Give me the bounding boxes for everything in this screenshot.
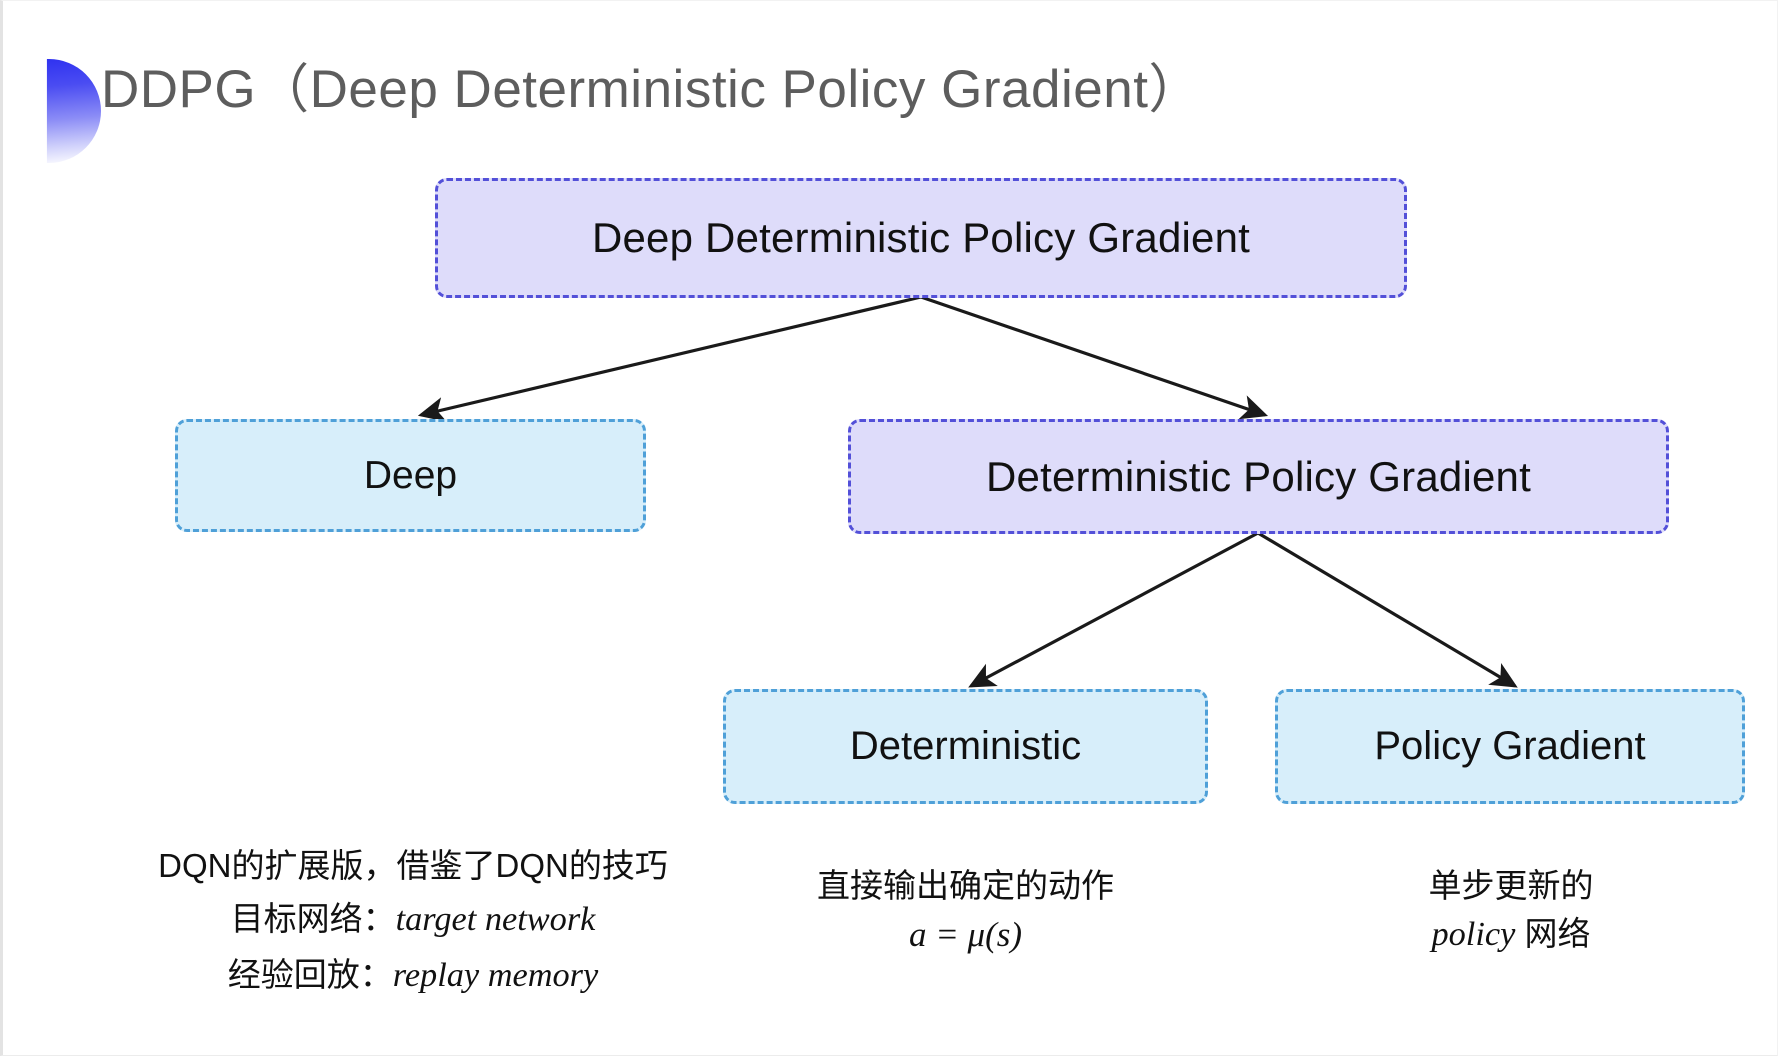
edge-ddpg-to-deep [417,295,922,422]
caption-policy-gradient-term: policy [1431,914,1516,953]
edge-dpg-to-deterministic [968,531,1259,688]
caption-policy-gradient-suffix: 网络 [1515,914,1591,952]
page-title: DDPG（Deep Deterministic Policy Gradient） [101,60,1202,119]
caption-deep: DQN的扩展版，借鉴了DQN的技巧 目标网络：target network 经验… [143,839,683,1004]
node-policy-gradient[interactable]: Policy Gradient [1275,689,1745,804]
node-deep-deterministic-policy-gradient[interactable]: Deep Deterministic Policy Gradient [435,178,1407,298]
node-label: Policy Gradient [1374,724,1646,768]
caption-deterministic-formula: a = μ(s) [908,914,1023,954]
node-deep[interactable]: Deep [175,419,646,532]
caption-deep-line3-term: replay memory [392,956,599,995]
node-label: Deep [363,453,458,497]
caption-deep-line2: 目标网络：target network [143,892,683,948]
caption-deterministic-line1: 直接输出确定的动作 [817,867,1114,904]
caption-deep-line2-label: 目标网络： [230,900,396,938]
title-decoration-half-circle-icon [46,59,101,163]
node-label: Deterministic [849,724,1082,768]
caption-deterministic: 直接输出确定的动作 a = μ(s) [703,863,1228,960]
edge-dpg-to-policy-gradient [1257,531,1518,688]
caption-deep-line2-term: target network [395,900,596,939]
node-deterministic[interactable]: Deterministic [723,689,1208,804]
edge-ddpg-to-dpg [920,295,1269,420]
caption-deep-line3-label: 经验回放： [227,956,393,994]
caption-deep-line1: DQN的扩展版，借鉴了DQN的技巧 [158,847,668,884]
node-label: Deep Deterministic Policy Gradient [591,214,1251,261]
node-label: Deterministic Policy Gradient [986,452,1531,500]
caption-policy-gradient-line2: policy 网络 [1271,910,1751,959]
node-deterministic-policy-gradient[interactable]: Deterministic Policy Gradient [848,419,1669,534]
caption-policy-gradient-line1: 单步更新的 [1428,867,1594,904]
caption-deep-line3: 经验回放：replay memory [143,948,683,1004]
caption-policy-gradient: 单步更新的 policy 网络 [1271,863,1751,959]
